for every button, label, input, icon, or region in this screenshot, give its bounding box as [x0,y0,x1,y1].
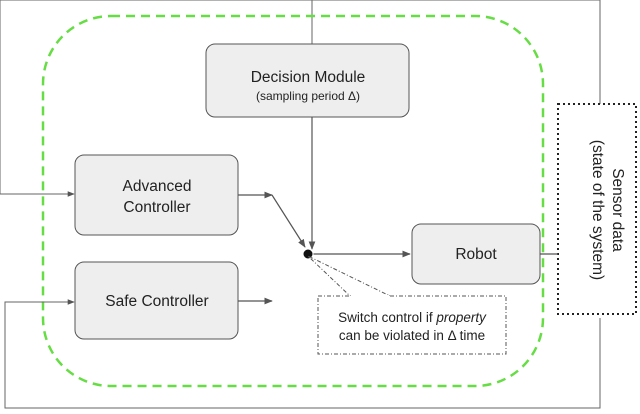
switch-dot [302,248,314,260]
advanced-to-switch-line [271,194,306,248]
switch-note-pointer [307,255,391,297]
robot-label: Robot [455,246,497,263]
outer-feedback-path [0,0,601,409]
switch-note-line1: Switch control if property [338,310,487,325]
safe-controller-label: Safe Controller [105,293,208,310]
advanced-controller-box: Advanced Controller [74,154,239,236]
decision-module-title: Decision Module [251,69,366,86]
advanced-controller-line1: Advanced [123,178,192,195]
switch-note-box: Switch control if property can be violat… [317,295,507,355]
sensor-data-box: Sensor data (state of the system) [557,103,637,315]
advanced-controller-line2: Controller [123,199,190,216]
safety-boundary [41,14,545,388]
sensor-data-line1: Sensor data [609,168,626,252]
sensor-data-line2: (state of the system) [589,140,606,280]
safe-controller-box: Safe Controller [74,261,239,340]
switch-note-line2: can be violated in Δ time [339,328,485,343]
robot-box: Robot [411,223,541,285]
decision-module-box: Decision Module (sampling period Δ) [205,43,410,118]
decision-module-subtitle: (sampling period Δ) [256,89,360,103]
